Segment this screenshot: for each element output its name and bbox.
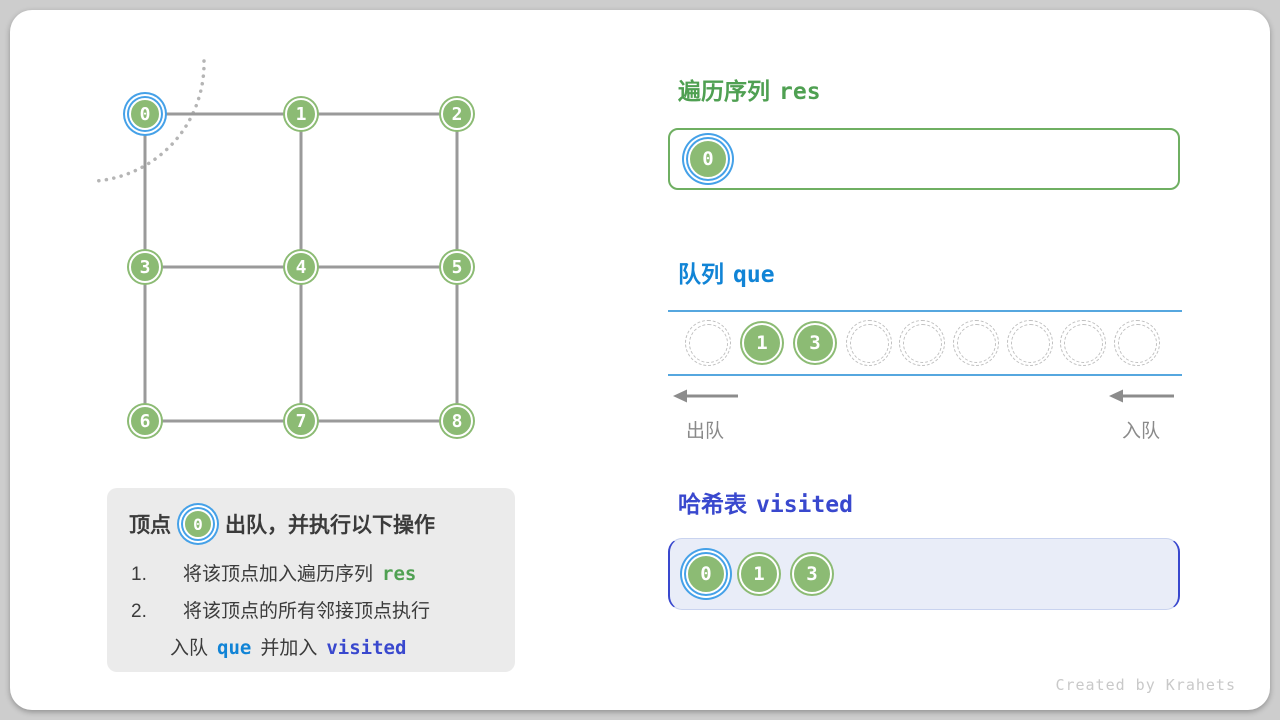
graph-node-1: 1 (285, 98, 317, 130)
queue-section-heading: 队列 que (678, 255, 775, 289)
queue-slot-empty (1007, 320, 1053, 366)
queue-node: 3 (795, 323, 835, 363)
queue-slot-empty (685, 320, 731, 366)
step-2-keyword-que: que (217, 637, 252, 659)
step-title-suffix: 出队，并执行以下操作 (225, 514, 435, 537)
queue-slot-empty (1060, 320, 1106, 366)
step-1-keyword-res: res (382, 563, 417, 585)
visited-heading-cn: 哈希表 (678, 491, 747, 517)
figure-card: 0 1 2 3 4 5 6 7 8 顶点 0 出队，并执行以下操作 1. 将该顶点… (10, 10, 1270, 710)
queue-band (668, 310, 1182, 376)
queue-heading-cn: 队列 (678, 261, 724, 287)
queue-slot-empty (953, 320, 999, 366)
res-node-0: 0 (688, 139, 728, 179)
step-2-cont-text-b: 并加入 (260, 638, 318, 659)
graph-node-0: 0 (129, 98, 161, 130)
dequeue-label: 出队 (685, 421, 724, 442)
visited-node-1: 1 (739, 554, 779, 594)
visited-heading-code: visited (756, 492, 853, 518)
res-section-heading: 遍历序列 res (678, 72, 821, 106)
step-2-cont-text-a: 入队 (170, 638, 209, 659)
visited-node-0: 0 (686, 554, 726, 594)
step-2-keyword-visited: visited (326, 637, 407, 659)
res-heading-cn: 遍历序列 (678, 78, 770, 104)
step-2-number: 2. (131, 601, 147, 622)
queue-slot-empty (1114, 320, 1160, 366)
watermark-credit: Created by Krahets (1055, 676, 1236, 694)
step-title: 顶点 0 出队，并执行以下操作 (123, 501, 499, 547)
step-1-text: 将该顶点加入遍历序列 (183, 564, 374, 585)
step-title-node: 0 (183, 509, 213, 539)
dequeue-arrow-icon (673, 389, 738, 403)
graph-canvas (94, 59, 459, 423)
step-title-prefix: 顶点 (129, 514, 171, 537)
enqueue-arrow-icon (1109, 389, 1174, 403)
step-1-number: 1. (131, 564, 147, 585)
graph-node-6: 6 (129, 405, 161, 437)
step-2-continuation: 入队 que 并加入 visited (123, 630, 499, 667)
frontier-dotted-arc (94, 59, 206, 183)
graph-node-2: 2 (441, 98, 473, 130)
res-heading-code: res (779, 79, 821, 105)
res-sequence-box: 0 (668, 128, 1180, 190)
graph-node-8: 8 (441, 405, 473, 437)
enqueue-label: 入队 (1121, 421, 1160, 442)
step-list: 1. 将该顶点加入遍历序列 res 2. 将该顶点的所有邻接顶点执行 入队 que 并加入… (123, 556, 499, 667)
graph-node-4: 4 (285, 251, 317, 283)
queue-node: 1 (742, 323, 782, 363)
visited-hashset-box: 0 1 3 (668, 538, 1180, 610)
visited-node-3: 3 (792, 554, 832, 594)
step-1: 1. 将该顶点加入遍历序列 res (123, 556, 499, 593)
queue-heading-code: que (733, 262, 775, 288)
queue-slot-empty (899, 320, 945, 366)
graph-node-3: 3 (129, 251, 161, 283)
step-2: 2. 将该顶点的所有邻接顶点执行 (123, 593, 499, 630)
queue-slot-empty (846, 320, 892, 366)
step-2-text: 将该顶点的所有邻接顶点执行 (183, 601, 431, 622)
visited-section-heading: 哈希表 visited (678, 485, 853, 519)
graph-node-5: 5 (441, 251, 473, 283)
graph-node-7: 7 (285, 405, 317, 437)
step-description-box: 顶点 0 出队，并执行以下操作 1. 将该顶点加入遍历序列 res 2. 将该顶点的所… (107, 488, 515, 672)
